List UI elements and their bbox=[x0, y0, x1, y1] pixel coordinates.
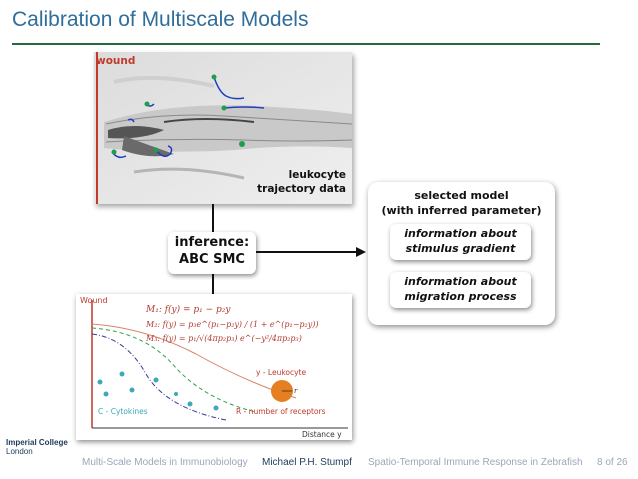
cytokine-dot bbox=[97, 379, 103, 385]
stimulus-line-2: stimulus gradient bbox=[405, 242, 516, 255]
migration-line-2: migration process bbox=[404, 290, 517, 303]
cytokine-dot bbox=[129, 387, 135, 393]
cytokine-dot bbox=[153, 377, 159, 383]
arrow-right-icon bbox=[256, 247, 366, 257]
connector-bottom bbox=[212, 272, 214, 294]
footer-talk-title: Spatio-Temporal Immune Response in Zebra… bbox=[368, 457, 583, 468]
leukocyte-label: y - Leukocyte bbox=[256, 368, 306, 377]
cytokine-dot bbox=[103, 391, 109, 397]
logo-line-1: Imperial College bbox=[6, 438, 68, 447]
model-heading: selected model (with inferred parameter) bbox=[368, 188, 555, 218]
migration-process-box: information about migration process bbox=[390, 272, 531, 308]
stimulus-gradient-box: information about stimulus gradient bbox=[390, 224, 531, 260]
model-2-equation: M₂: f(y) = p₃e^(p₁−p₂y) / (1 + e^(p₁−p₂y… bbox=[145, 320, 319, 329]
radius-label: r bbox=[294, 387, 298, 395]
model-heading-line-1: selected model bbox=[414, 189, 509, 202]
logo-line-2: London bbox=[6, 447, 33, 456]
model-3-equation: M₃: f(y) = p₁/√(4πp₂p₃) e^(−y²/4πp₂p₃) bbox=[145, 334, 302, 343]
receptors-label: R - number of receptors bbox=[236, 407, 326, 416]
cytokine-dot bbox=[213, 405, 219, 411]
imperial-logo: Imperial College London bbox=[6, 438, 68, 456]
footer-page-number: 8 of 26 bbox=[597, 457, 628, 468]
caption-line-2: trajectory data bbox=[257, 183, 346, 195]
model-schematic: Wound M₁: f(y) = p₁ − p₂y M₂: f(y) = p₃e… bbox=[76, 294, 352, 440]
schematic-svg: Wound M₁: f(y) = p₁ − p₂y M₂: f(y) = p₃e… bbox=[80, 296, 348, 439]
cytokine-dot bbox=[119, 371, 125, 377]
connector-top bbox=[212, 204, 214, 232]
selected-model-box: selected model (with inferred parameter)… bbox=[368, 182, 555, 325]
wound-axis-label: Wound bbox=[80, 296, 108, 305]
model-heading-line-2: (with inferred parameter) bbox=[381, 204, 542, 217]
cytokine-dot bbox=[174, 392, 178, 396]
distance-label: Distance y bbox=[302, 430, 342, 439]
trajectory-caption: leukocyte trajectory data bbox=[257, 168, 346, 196]
title-divider bbox=[12, 43, 600, 45]
microscopy-image bbox=[94, 52, 352, 204]
wound-label: wound bbox=[96, 55, 136, 67]
cytokine-dot bbox=[187, 401, 193, 407]
inference-line-1: inference: bbox=[174, 235, 250, 250]
curve-m3 bbox=[91, 333, 227, 421]
slide-title: Calibration of Multiscale Models bbox=[12, 8, 309, 31]
migration-line-1: information about bbox=[404, 275, 517, 288]
inference-box: inference: ABC SMC bbox=[168, 232, 256, 274]
footer-author: Michael P.H. Stumpf bbox=[262, 457, 352, 468]
model-1-equation: M₁: f(y) = p₁ − p₂y bbox=[145, 304, 231, 315]
zebrafish-image bbox=[94, 52, 352, 204]
cytokines-label: C - Cytokines bbox=[98, 407, 148, 416]
curve-m1 bbox=[91, 323, 297, 399]
caption-line-1: leukocyte bbox=[288, 169, 346, 181]
footer-course: Multi-Scale Models in Immunobiology bbox=[82, 457, 248, 468]
inference-line-2: ABC SMC bbox=[179, 252, 245, 267]
stimulus-line-1: information about bbox=[404, 227, 517, 240]
caption-anchor: leukocyte trajectory data bbox=[94, 52, 352, 204]
curve-m2 bbox=[91, 327, 257, 413]
